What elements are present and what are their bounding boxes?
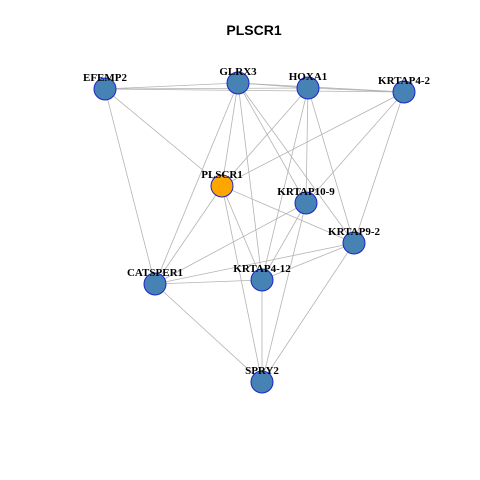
node-hoxa1 [296,76,320,100]
node-label-catsper1: CATSPER1 [127,267,183,279]
edge-plscr1-catsper1 [154,185,223,285]
edge-efemp2-krtap4-2 [104,88,405,93]
edge-plscr1-krtap4-12 [221,185,263,281]
node-plscr1 [210,174,234,198]
edge-krtap9-2-catsper1 [154,242,355,285]
node-label-spry2: SPRY2 [245,365,279,377]
labels-layer: EFEMP2 GLRX3 HOXA1 KRTAP4-2PLSCR1KRTAP10-9K… [83,66,430,377]
edge-krtap4-2-krtap9-2 [353,91,405,244]
edge-efemp2-catsper1 [104,88,156,285]
edge-krtap4-2-krtap10-9 [305,91,405,204]
edge-krtap9-2-krtap4-12 [261,242,355,281]
node-label-plscr1: PLSCR1 [201,169,243,181]
edge-catsper1-spry2 [154,283,263,383]
node-spry2 [250,370,274,394]
edge-krtap9-2-spry2 [261,242,355,383]
edge-hoxa1-plscr1 [221,87,309,187]
node-krtap10-9 [294,191,318,215]
edge-glrx3-plscr1 [221,82,239,187]
edge-krtap10-9-krtap4-12 [261,202,307,281]
edge-glrx3-catsper1 [154,82,239,285]
node-label-krtap9-2: KRTAP9-2 [328,226,380,238]
node-label-krtap10-9: KRTAP10-9 [277,186,335,198]
graph-title: PLSCR1 [226,22,281,38]
edge-krtap10-9-spry2 [261,202,307,383]
edge-plscr1-krtap9-2 [221,185,355,244]
edge-glrx3-krtap10-9 [237,82,307,204]
edge-glrx3-krtap4-12 [237,82,263,281]
edge-hoxa1-krtap4-2 [307,87,405,93]
node-efemp2 [93,77,117,101]
edge-efemp2-glrx3 [104,82,239,90]
edge-krtap10-9-catsper1 [154,202,307,285]
node-krtap4-2 [392,80,416,104]
node-label-krtap4-12: KRTAP4-12 [233,263,291,275]
node-label-hoxa1: HOXA1 [289,71,328,83]
edge-efemp2-hoxa1 [104,87,309,90]
node-label-krtap4-2: KRTAP4-2 [378,75,430,87]
edge-glrx3-krtap9-2 [237,82,355,244]
edge-hoxa1-krtap9-2 [307,87,355,244]
edge-krtap4-2-plscr1 [221,91,405,187]
nodes-layer [93,71,416,394]
edge-hoxa1-krtap10-9 [305,87,309,204]
node-krtap9-2 [342,231,366,255]
node-krtap4-12 [250,268,274,292]
edge-hoxa1-krtap4-12 [261,87,309,281]
node-label-efemp2: EFEMP2 [83,72,127,84]
edge-plscr1-spry2 [221,185,263,383]
edge-catsper1-krtap4-12 [154,279,263,285]
node-catsper1 [143,272,167,296]
edges-layer [104,82,405,383]
node-label-glrx3: GLRX3 [219,66,257,78]
node-glrx3 [226,71,250,95]
